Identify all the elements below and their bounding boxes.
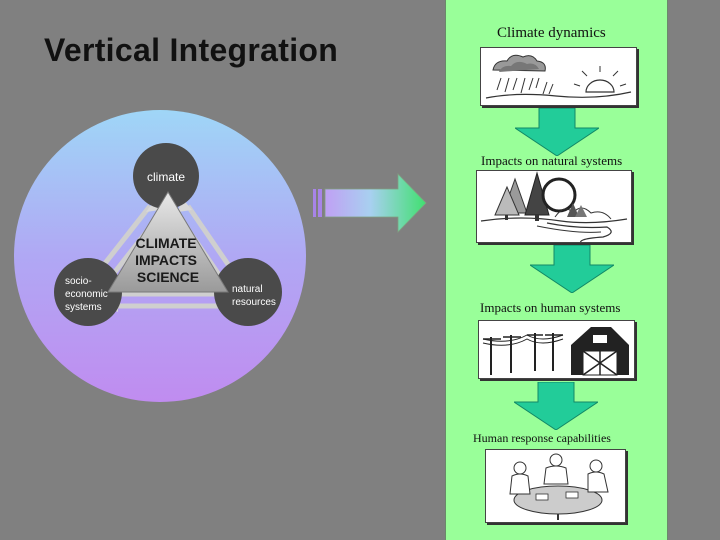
flow-arrow-2 <box>528 244 616 294</box>
natural-resources-label: natural resources <box>232 284 276 308</box>
step-label-climate-dynamics: Climate dynamics <box>497 25 606 41</box>
socio-economic-label: socio- economic systems <box>65 276 111 313</box>
climate-dynamics-image <box>480 47 637 106</box>
triangle-center-label: CLIMATE IMPACTS SCIENCE <box>135 235 201 285</box>
step-label-natural-systems: Impacts on natural systems <box>481 153 623 168</box>
forest-and-river-icon <box>480 171 628 242</box>
slide-title: Vertical Integration <box>44 32 339 68</box>
people-at-table-icon <box>509 453 609 520</box>
socio-economic-node <box>54 258 122 326</box>
climate-impacts-diagram: climate socio- economic systems natural … <box>14 110 427 402</box>
flow-arrow-1 <box>513 107 601 157</box>
climate-node <box>133 143 199 209</box>
human-systems-image <box>478 320 635 379</box>
power-lines-and-barn-icon <box>482 327 629 376</box>
big-right-arrow <box>313 173 427 233</box>
climate-impacts-science-triangle <box>107 191 229 293</box>
step-label-human-response: Human response capabilities <box>473 431 611 445</box>
climate-node-label: climate <box>147 170 185 184</box>
step-label-human-systems: Impacts on human systems <box>480 300 621 315</box>
natural-resources-node <box>214 258 282 326</box>
human-response-image <box>485 449 626 523</box>
storm-and-sun-icon <box>485 54 632 99</box>
natural-systems-image <box>476 170 632 243</box>
flow-arrow-3 <box>512 381 600 431</box>
